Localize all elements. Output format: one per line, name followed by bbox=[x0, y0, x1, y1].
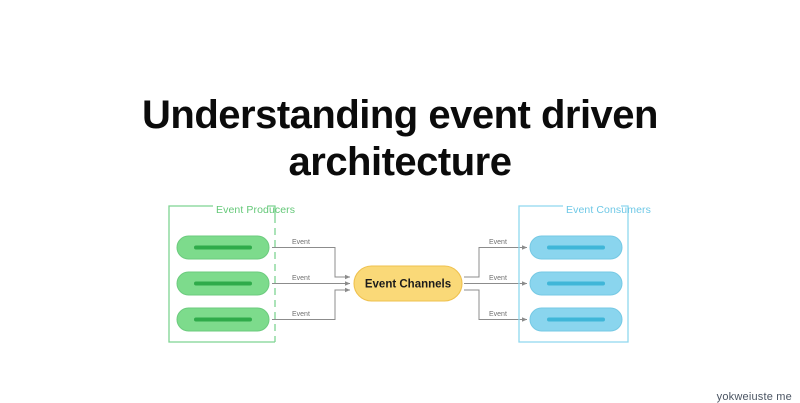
group-label-event-consumers: Event Consumers bbox=[566, 204, 651, 216]
edge-channel-to-consumer-2: Event bbox=[464, 275, 528, 286]
edge-consumer-1-line bbox=[464, 245, 528, 278]
consumer-node-2-bar bbox=[547, 281, 605, 286]
edge-label-consumer-3: Event bbox=[489, 311, 507, 318]
edge-label-producer-2: Event bbox=[292, 275, 310, 282]
edge-label-producer-3: Event bbox=[292, 311, 310, 318]
edge-label-consumer-2: Event bbox=[489, 275, 507, 282]
page-title-line-2: architecture bbox=[288, 140, 512, 185]
event-channels-node[interactable]: Event Channels bbox=[353, 265, 463, 302]
edge-producer-1-line bbox=[272, 247, 351, 280]
edge-label-producer-1: Event bbox=[292, 239, 310, 246]
producer-node-2[interactable] bbox=[176, 271, 270, 296]
producer-node-3-bar bbox=[194, 317, 252, 322]
consumers-border-solid bbox=[518, 205, 629, 343]
edge-channel-to-consumer-1: Event bbox=[464, 239, 528, 278]
group-event-producers: Event Producers bbox=[168, 204, 295, 343]
watermark: yokweiuste me bbox=[716, 391, 792, 403]
consumer-node-1[interactable] bbox=[529, 235, 623, 260]
consumer-node-3[interactable] bbox=[529, 307, 623, 332]
edge-producer-3-line bbox=[272, 287, 351, 320]
producer-node-3[interactable] bbox=[176, 307, 270, 332]
group-event-consumers: Event Consumers bbox=[518, 204, 651, 343]
producer-node-2-bar bbox=[194, 281, 252, 286]
consumer-node-3-bar bbox=[547, 317, 605, 322]
edge-label-consumer-1: Event bbox=[489, 239, 507, 246]
consumers-border-top-right bbox=[621, 205, 629, 216]
edge-producer-3-to-channel: Event bbox=[272, 287, 351, 320]
group-label-event-producers: Event Producers bbox=[216, 204, 295, 216]
page-title: Understanding event driven architecture bbox=[0, 92, 800, 186]
edge-producer-1-to-channel: Event bbox=[272, 239, 351, 280]
consumer-node-2[interactable] bbox=[529, 271, 623, 296]
edge-producer-2-to-channel: Event bbox=[272, 275, 351, 286]
page-title-line-1: Understanding event driven bbox=[142, 93, 658, 137]
producers-border-solid bbox=[168, 205, 275, 343]
event-channels-label: Event Channels bbox=[365, 279, 451, 291]
producer-node-1-bar bbox=[194, 245, 252, 250]
producers-border-top-right bbox=[268, 205, 276, 216]
event-channels-shape[interactable] bbox=[353, 265, 463, 302]
edge-channel-to-consumer-3: Event bbox=[464, 289, 528, 322]
edge-consumer-3-line bbox=[464, 289, 528, 322]
producer-node-1[interactable] bbox=[176, 235, 270, 260]
consumer-node-1-bar bbox=[547, 245, 605, 250]
